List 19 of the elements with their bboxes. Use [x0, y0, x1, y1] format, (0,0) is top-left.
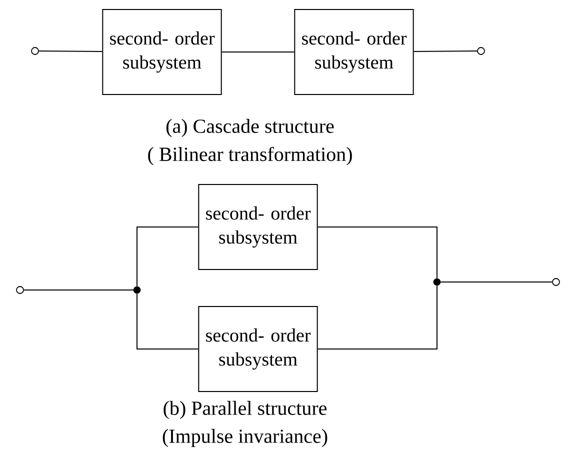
connector-line	[317, 226, 438, 279]
terminal-circle	[477, 47, 485, 55]
connector-line	[317, 285, 438, 350]
connector-line	[136, 293, 199, 350]
caption-text: (Impulse invariance)	[162, 428, 328, 448]
subsystem-box: second- order subsystem	[294, 9, 414, 95]
junction-dot	[133, 286, 141, 294]
connector-line	[38, 50, 103, 52]
connector-line	[413, 50, 478, 52]
terminal-circle	[31, 47, 39, 55]
caption-text: (a) Cascade structure	[166, 118, 334, 138]
subsystem-box: second- order subsystem	[102, 9, 222, 95]
terminal-circle	[552, 278, 560, 286]
subsystem-box: second- order subsystem	[198, 306, 318, 392]
junction-dot	[433, 278, 441, 286]
subsystem-box: second- order subsystem	[198, 184, 318, 270]
terminal-circle	[16, 286, 24, 294]
connector-line	[136, 226, 199, 287]
caption-text: ( Bilinear transformation)	[148, 146, 352, 166]
